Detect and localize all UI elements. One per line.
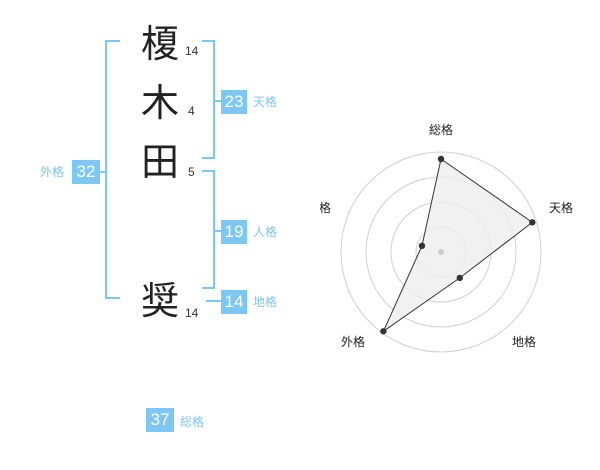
stroke-count-4: 14 — [185, 306, 199, 320]
name-char-4: 奨 — [140, 279, 179, 323]
radar-axis-label-1: 総格 — [429, 122, 453, 137]
gaikaku-value: 32 — [72, 160, 100, 184]
soukaku-label: 総格 — [180, 415, 205, 429]
gaikaku-label: 外格 — [40, 165, 65, 179]
tenkaku-label: 天格 — [253, 95, 278, 109]
radar-center-dot — [438, 249, 444, 255]
radar-axis-label-3: 地格 — [512, 334, 536, 349]
radar-axis-label-5: 人格 — [320, 200, 331, 215]
radar-axis-label-2: 天格 — [549, 200, 573, 215]
radar-point-4 — [380, 328, 387, 335]
chikaku-label: 地格 — [253, 295, 278, 309]
radar-data-polygon — [382, 158, 534, 333]
name-char-2: 木 — [140, 81, 179, 125]
chikaku-value: 14 — [221, 290, 247, 314]
radar-point-2 — [529, 219, 536, 226]
soukaku-value: 37 — [146, 408, 174, 432]
name-char-1: 榎 — [140, 22, 179, 66]
jinkaku-value: 19 — [221, 220, 247, 244]
radar-ring-4 — [340, 151, 542, 353]
radar-point-3 — [456, 274, 464, 282]
name-char-3: 田 — [140, 140, 179, 184]
stroke-count-2: 4 — [188, 104, 195, 118]
radar-point-5 — [418, 242, 426, 250]
jinkaku-label: 人格 — [253, 225, 278, 239]
stroke-count-1: 14 — [185, 44, 199, 58]
radar-point-1 — [437, 155, 445, 163]
tenkaku-value: 23 — [221, 90, 247, 114]
radar-axis-label-4: 外格 — [341, 334, 365, 349]
stroke-count-3: 5 — [188, 165, 195, 179]
